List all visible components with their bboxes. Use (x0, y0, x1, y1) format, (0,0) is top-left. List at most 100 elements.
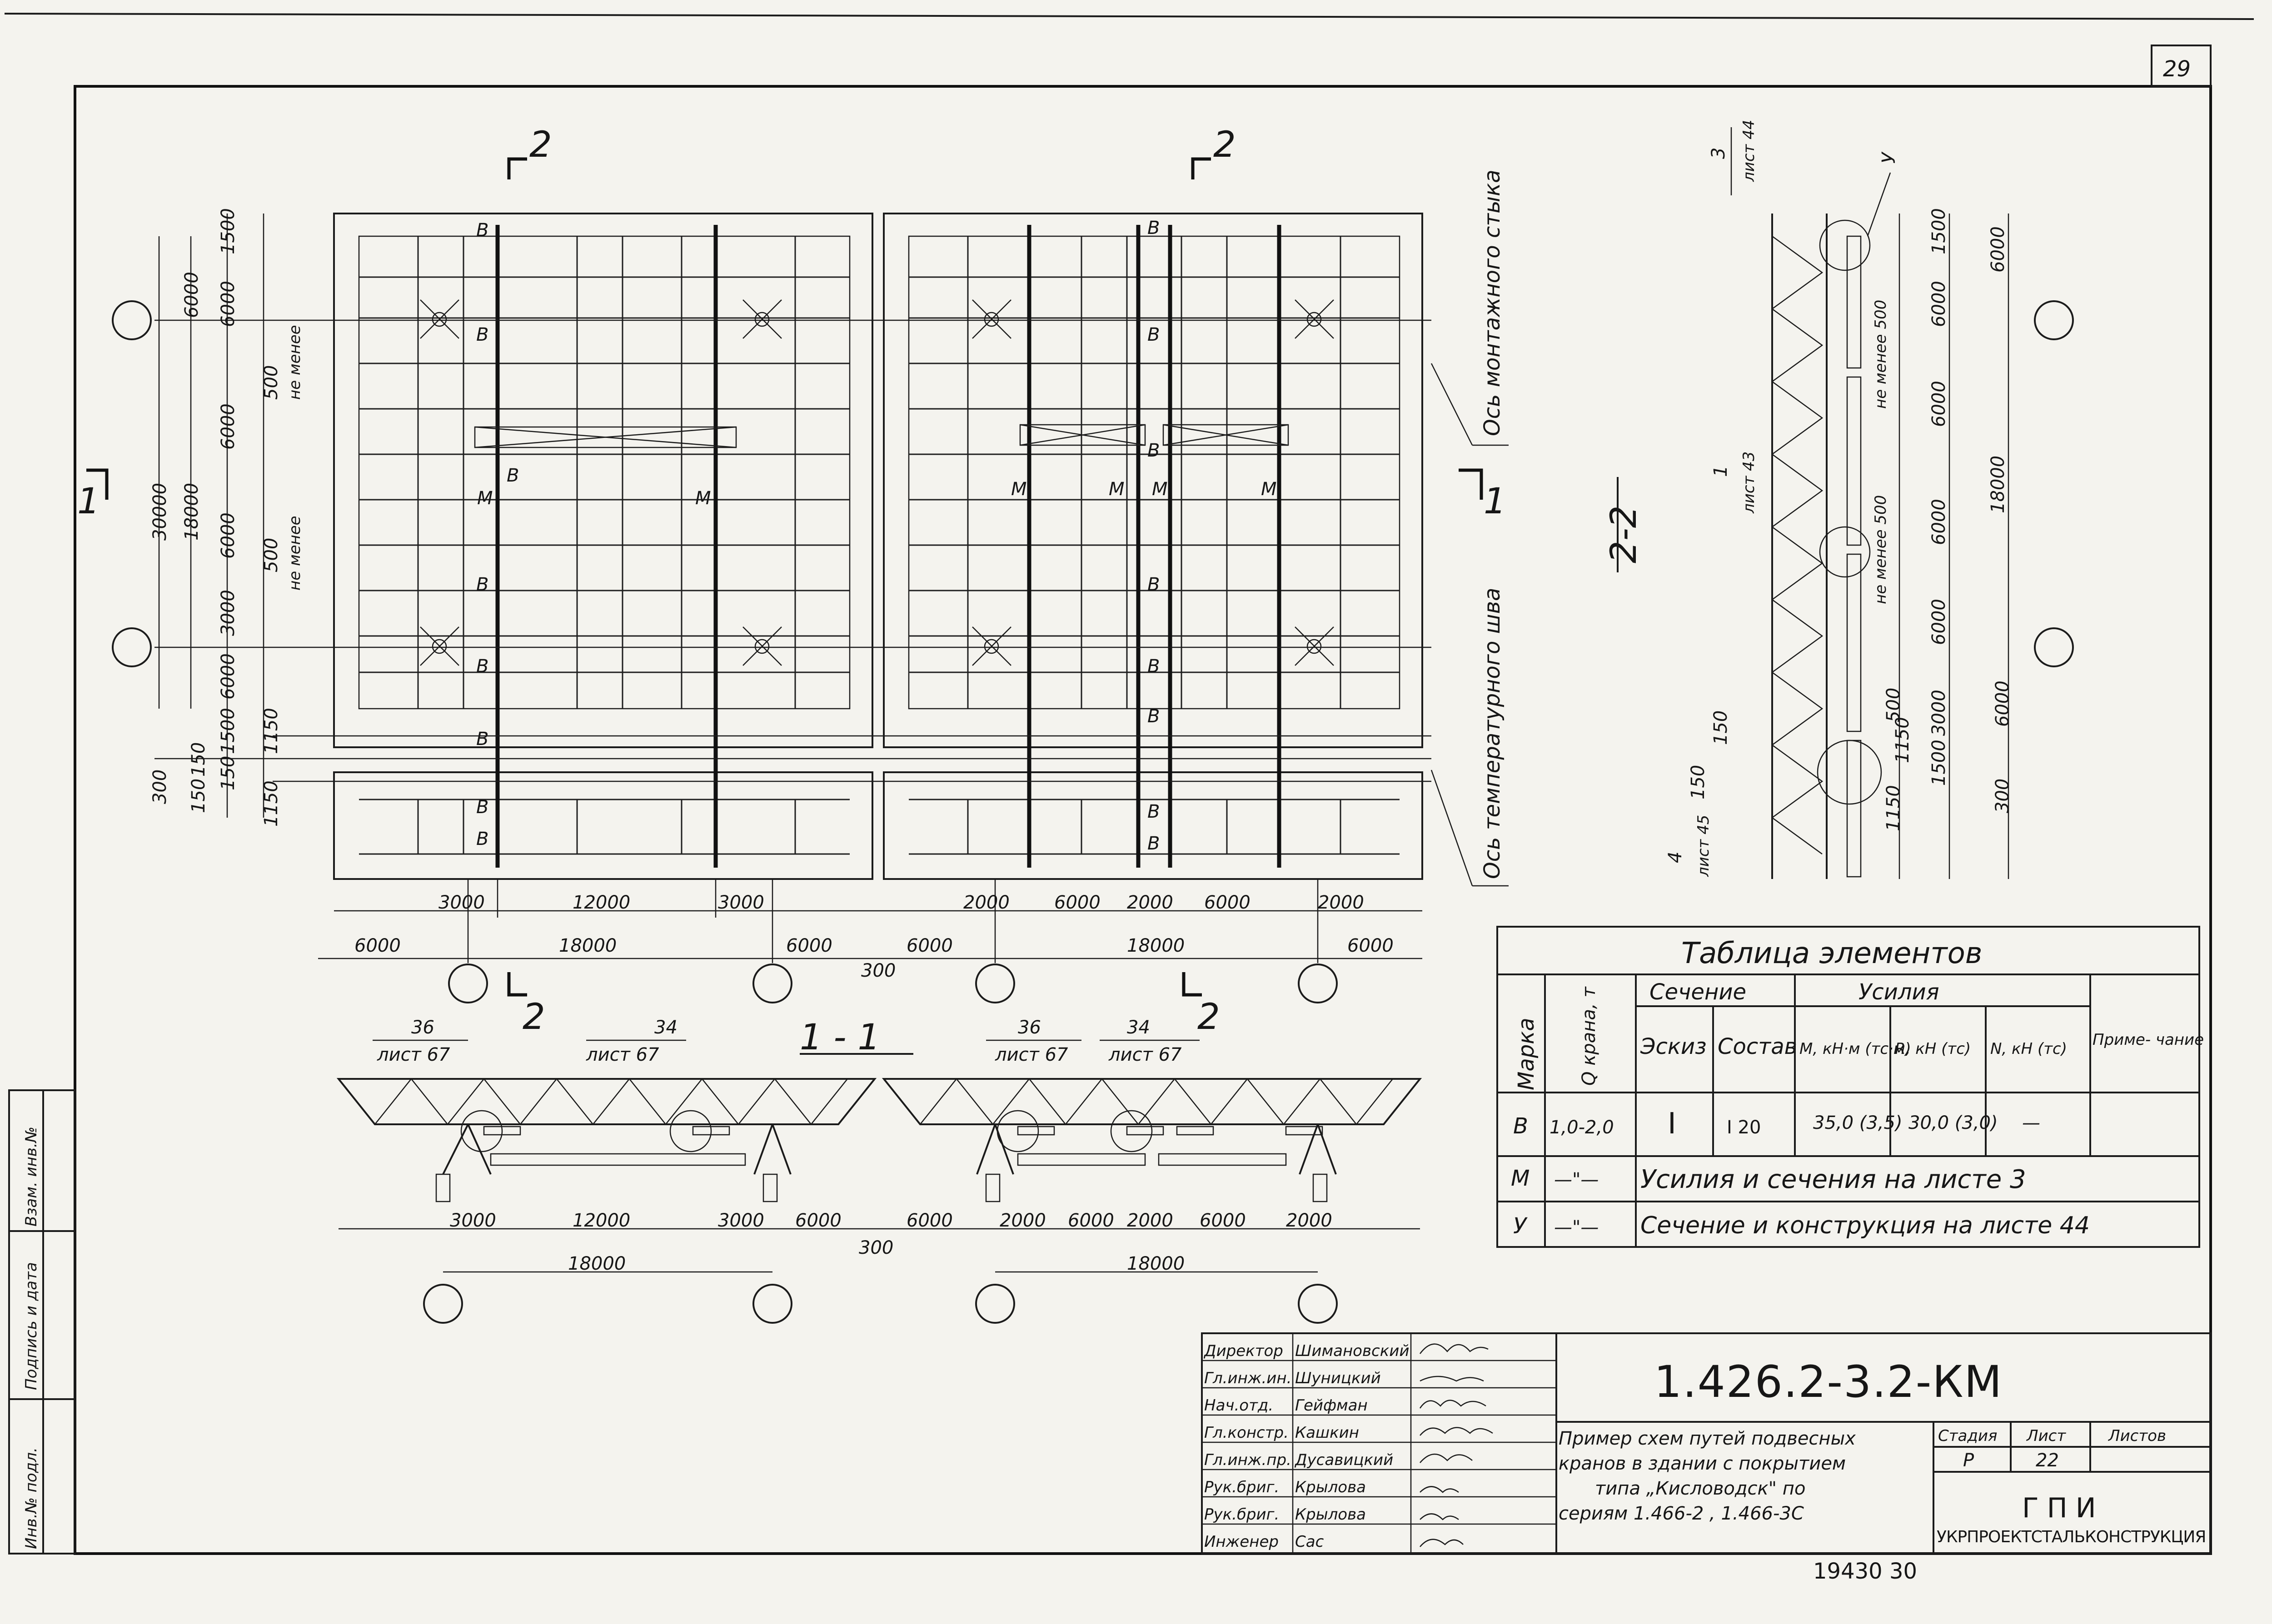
name: Гейфман (1295, 1396, 1368, 1415)
th-m: M, кН·м (тс·м) (1799, 1040, 1911, 1058)
axis-bubble (752, 963, 792, 1003)
dim-label: 150 (188, 742, 209, 777)
dim-label: 2000 (1286, 1210, 1332, 1231)
role: Гл.инж.пр. (1204, 1451, 1291, 1469)
mark-m: М (695, 488, 711, 509)
row-b-comp: I 20 (1727, 1117, 1761, 1138)
mark-m: М (477, 488, 493, 509)
dim-label: 2000 (1318, 892, 1364, 913)
ref-3: 3 (1708, 148, 1729, 159)
plan-bottom-dims: 3000 12000 3000 6000 18000 6000 300 2000… (318, 879, 1422, 981)
dim-label: 300 (149, 770, 170, 804)
section-mark-2: 2 (1213, 124, 1236, 165)
row-b-sketch: I (1668, 1107, 1676, 1141)
dim-label: 300 (1992, 779, 2013, 813)
role: Гл.констр. (1204, 1424, 1289, 1442)
sheets-label: Листов (2108, 1427, 2166, 1445)
axis-bubble (423, 1284, 463, 1324)
title-block: 1.426.2-3.2-КМ Директор Шимановский Гл.и… (1201, 1332, 2212, 1554)
dim-label: 12000 (573, 892, 630, 913)
dim-label: не менее 500 (1872, 495, 1890, 604)
axis-bubble (1298, 963, 1338, 1003)
dim-label: 2000 (963, 892, 1010, 913)
row-b-q: 1,0-2,0 (1550, 1117, 1614, 1138)
name: Крылова (1295, 1505, 1366, 1524)
dim-label: 500 (261, 538, 282, 572)
th-composition: Состав (1718, 1034, 1797, 1059)
stamp-inv: Инв.№ подл. (22, 1447, 40, 1549)
mark-b: В (476, 574, 488, 595)
desc-line: сериям 1.466-2 , 1.466-3С (1559, 1503, 1804, 1524)
mount-joint-label: Ось монтажного стыка (1480, 169, 1505, 436)
th-section: Сечение (1649, 979, 1746, 1005)
page-number: 29 (2163, 56, 2191, 82)
mark-b: В (1147, 833, 1160, 854)
dim-label: 6000 (1988, 226, 2008, 273)
th-n: N, кН (тс) (1990, 1040, 2067, 1058)
dim-label: 150 (188, 779, 209, 813)
dim-label: 150 (1710, 710, 1731, 745)
ref-num: 36 (1018, 1017, 1041, 1038)
stamp-sign: Подпись и дата (22, 1262, 40, 1390)
dim-label: 1500 (1928, 740, 1949, 786)
row-u-text: Сечение и конструкция на листе 44 (1640, 1212, 2090, 1239)
plan-right: В В В М М М М В В В В В (883, 213, 1423, 880)
row-b-n: — (2022, 1112, 2040, 1133)
dim-label: 6000 (1068, 1210, 1114, 1231)
ref-sheet: лист 67 (586, 1044, 659, 1065)
stage-value: Р (1963, 1450, 1974, 1471)
name: Кашкин (1295, 1424, 1359, 1442)
dim-label: 18000 (181, 483, 202, 541)
mark-b: В (1147, 801, 1160, 822)
desc-line: Пример схем путей подвесных (1559, 1428, 1856, 1449)
axis-bubble (752, 1284, 792, 1324)
dim-label: нe менее (286, 325, 304, 400)
mark-b: В (1147, 656, 1160, 677)
dim-label: 6000 (795, 1210, 842, 1231)
dim-label: 500 (1883, 688, 1904, 722)
row-m-mark: М (1511, 1166, 1530, 1191)
dim-label: 300 (859, 1237, 893, 1258)
elements-table: Таблица элементов Марка Q крана, т Сечен… (1496, 926, 2204, 1248)
name: Шимановский (1295, 1342, 1409, 1360)
axis-bubble (112, 627, 152, 667)
plan-left-dims: 1500 6000 6000 500 нe менее 6000 30000 1… (149, 208, 304, 827)
dim-label: 6000 (1928, 499, 1949, 545)
mark-b: В (476, 324, 488, 345)
doc-code: 1.426.2-3.2-КМ (1654, 1356, 2003, 1407)
section-2-2: 2-2 У 3 лист 44 1 лист 43 4 лист 45 1500… (1604, 120, 2013, 879)
name: Шуницкий (1295, 1369, 1381, 1387)
mark-b: В (476, 220, 488, 241)
dim-label: 18000 (1127, 1253, 1185, 1274)
plan-annotations: Ось монтажного стыка Ось температурного … (1430, 169, 1509, 887)
dim-label: 1150 (261, 780, 282, 827)
dim-label: 1500 (1928, 208, 1949, 254)
section-1-1: 1 - 1 36 лист 67 34 лист 67 (336, 1017, 1422, 1274)
mark-b: В (1147, 440, 1160, 461)
ref-1-sheet: лист 43 (1740, 452, 1758, 514)
name: Сас (1295, 1533, 1324, 1551)
ref-num: 34 (1127, 1017, 1150, 1038)
dim-label: 6000 (1928, 381, 1949, 427)
dim-label: 1150 (1892, 717, 1913, 763)
org-short: ГПИ (2022, 1492, 2104, 1524)
dim-label: 3000 (1928, 690, 1949, 736)
dim-label: 6000 (1992, 680, 2013, 727)
dim-label: 6000 (907, 935, 953, 956)
dim-label: не менее 500 (1872, 300, 1890, 409)
dim-label: 1150 (1883, 785, 1904, 831)
bottom-stamp: 19430 30 (1813, 1559, 1917, 1584)
desc-line: кранов в здании с покрытием (1559, 1453, 1846, 1474)
dim-label: 18000 (1127, 935, 1185, 956)
section-1-1-title: 1 - 1 (800, 1017, 880, 1058)
axis-bubble (975, 1284, 1015, 1324)
dim-label: 1150 (261, 708, 282, 754)
mark-m: М (1011, 479, 1027, 500)
mark-b: В (476, 829, 488, 849)
ref-num: 34 (654, 1017, 678, 1038)
role: Рук.бриг. (1204, 1505, 1279, 1524)
mark-b: В (476, 797, 488, 818)
mark-b: В (476, 656, 488, 677)
dim-label: 6000 (907, 1210, 953, 1231)
